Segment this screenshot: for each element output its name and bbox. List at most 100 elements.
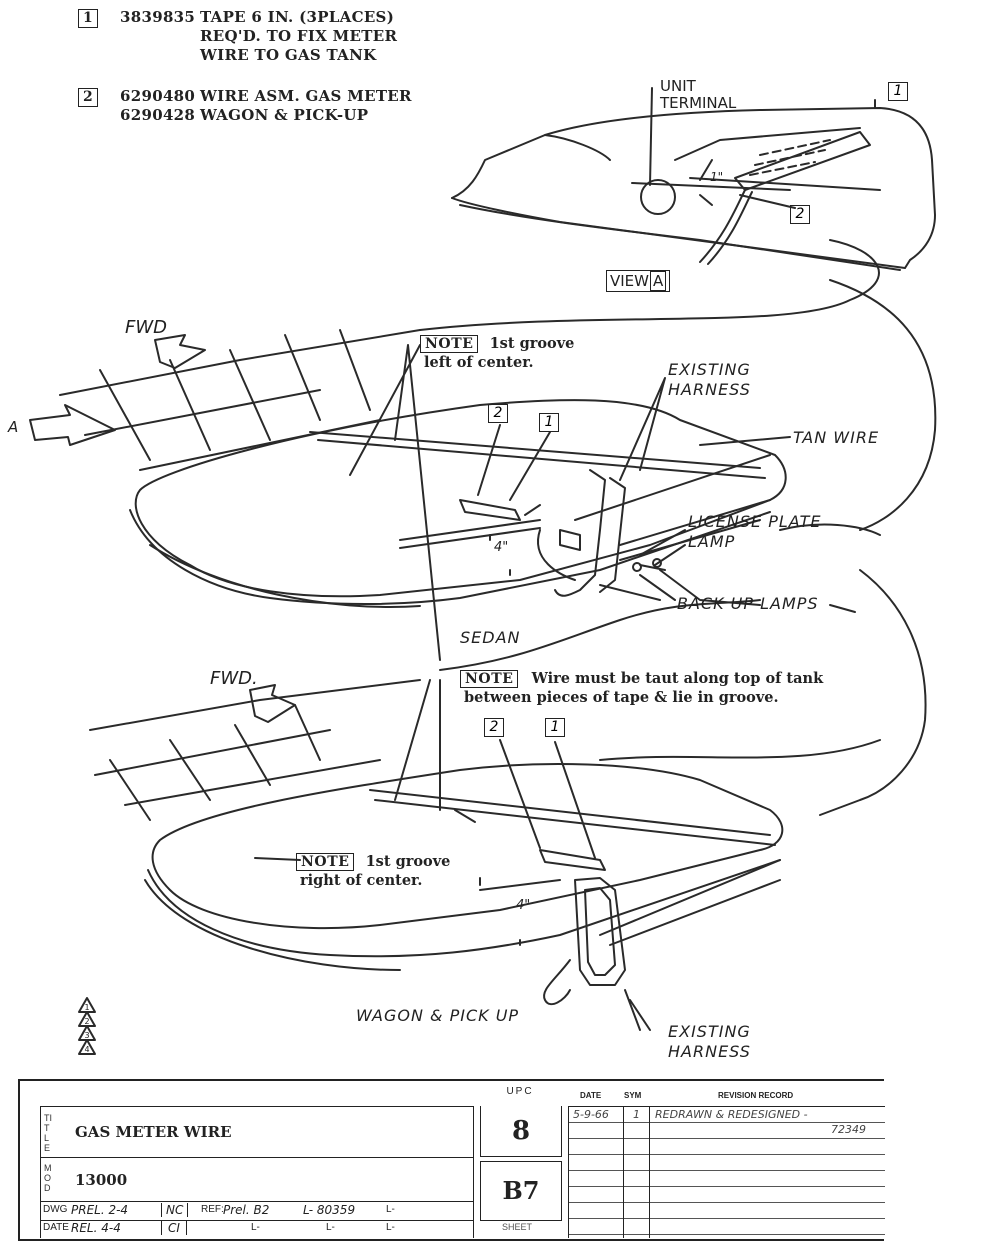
unit-terminal-label: UNIT TERMINAL <box>660 78 736 112</box>
wagon-tank-sketch <box>89 569 927 1031</box>
view-a-callout-1: 1 <box>888 82 908 101</box>
date-label: DATE <box>43 1222 69 1233</box>
ref-value: Prel. B2 <box>223 1203 270 1217</box>
existing-harness-line: HARNESS <box>668 380 751 399</box>
license-plate-lamp-line: LICENSE PLATE <box>688 512 822 531</box>
revision-record: DATE SYM REVISION RECORD 5-9-66 1 REDRAW… <box>568 1081 885 1238</box>
ref-label: REF: <box>201 1204 224 1215</box>
wagon-dimension: 4" <box>516 898 531 913</box>
sedan-note: NOTE 1st groove left of center. <box>420 333 574 372</box>
license-plate-lamp-label: LICENSE PLATE LAMP <box>688 512 821 552</box>
sheet-label: SHEET <box>502 1222 533 1232</box>
revision-triangle-2: 2 <box>84 1017 90 1026</box>
rev-col-divider <box>649 1107 650 1238</box>
view-a-dimension: 1" <box>710 170 724 184</box>
wagon-note-line: right of center. <box>300 872 423 889</box>
wagon-title: WAGON & PICK UP <box>356 1006 520 1025</box>
mod-label: MOD <box>44 1163 52 1193</box>
mod-row: MOD 13000 <box>41 1157 473 1202</box>
sedan-fwd-label: FWD <box>125 317 168 338</box>
title-block-main: TITLE GAS METER WIRE MOD 13000 DWG PREL.… <box>40 1106 474 1238</box>
part-2-number: 6290480 <box>120 87 196 105</box>
view-label-prefix: VIEW <box>610 272 649 290</box>
view-label-letter: A <box>650 271 667 291</box>
group-box: B7 <box>480 1161 562 1221</box>
sedan-note-line: 1st groove <box>489 335 575 352</box>
wagon-existing-harness: EXISTING HARNESS <box>668 1022 751 1062</box>
part-1: 1 3839835 TAPE 6 IN. (3PLACES) REQ'D. TO… <box>78 8 438 65</box>
ref-l4: L- <box>386 1222 395 1233</box>
sedan-note-line: left of center. <box>424 354 534 371</box>
rev-date-header: DATE <box>580 1091 602 1100</box>
ref-l1: L- 80359 <box>303 1203 356 1217</box>
wagon-callout-1: 1 <box>545 718 565 737</box>
existing-harness-line: EXISTING <box>668 1022 751 1041</box>
revision-record-number: 72349 <box>831 1123 866 1136</box>
upc-column: UPC 8 B7 SHEET <box>472 1081 568 1237</box>
existing-harness-line: EXISTING <box>668 360 751 379</box>
date-value: REL. 4-4 <box>71 1221 121 1235</box>
drawing-title: GAS METER WIRE <box>75 1123 232 1141</box>
wagon-callout-2: 2 <box>484 718 504 737</box>
part-2-desc-line: WIRE ASM. GAS METER <box>200 87 412 105</box>
dwg-value: PREL. 2-4 <box>71 1203 129 1217</box>
part-1-desc-line: WIRE TO GAS TANK <box>200 46 377 64</box>
sedan-note-tag: NOTE <box>420 335 479 353</box>
wagon-note-line: 1st groove <box>365 853 451 870</box>
title-row: TITLE GAS METER WIRE <box>41 1107 473 1158</box>
sedan-dimension: 4" <box>494 540 509 555</box>
upc-label: UPC <box>506 1086 534 1097</box>
upc-box: 8 <box>480 1106 562 1157</box>
part-1-desc-line: TAPE 6 IN. (3PLACES) <box>200 8 395 26</box>
part-1-number: 3839835 <box>120 8 196 26</box>
parts-list: 1 3839835 TAPE 6 IN. (3PLACES) REQ'D. TO… <box>78 8 438 125</box>
part-2-number: 6290428 <box>120 106 196 124</box>
sedan-tank-sketch <box>29 239 937 661</box>
dwg-label: DWG <box>43 1204 68 1215</box>
part-2-desc-line: WAGON & PICK-UP <box>200 106 369 124</box>
group-number: B7 <box>502 1176 540 1205</box>
view-a-tank-sketch <box>451 87 936 271</box>
license-plate-lamp-line: LAMP <box>688 532 736 551</box>
part-2: 2 6290480 6290428 WIRE ASM. GAS METER WA… <box>78 87 438 125</box>
taut-wire-note: NOTE Wire must be taut along top of tank… <box>460 668 823 707</box>
ref-l2: L- <box>251 1222 260 1233</box>
revision-sym: 1 <box>633 1108 640 1121</box>
sedan-callout-1: 1 <box>539 413 559 432</box>
sedan-view-arrow-letter: A <box>8 418 19 436</box>
revision-triangle-3: 3 <box>84 1031 90 1040</box>
revision-triangles <box>78 997 96 1055</box>
title-label: TITLE <box>44 1113 52 1153</box>
sedan-title: SEDAN <box>460 628 521 647</box>
upc-number: 8 <box>511 1116 531 1146</box>
backup-lamps-label: BACK UP LAMPS <box>677 594 819 613</box>
wagon-note: NOTE 1st groove right of center. <box>296 851 450 890</box>
wagon-fwd-label: FWD. <box>210 668 258 689</box>
sedan-existing-harness: EXISTING HARNESS <box>668 360 751 400</box>
ref-l1b: L- <box>386 1204 395 1215</box>
taut-wire-note-line: between pieces of tape & lie in groove. <box>464 689 779 706</box>
rev-sym-header: SYM <box>624 1091 642 1100</box>
unit-terminal-line: TERMINAL <box>660 94 737 112</box>
ref-l3: L- <box>326 1222 335 1233</box>
date-initials: CI <box>161 1221 187 1235</box>
tan-wire-label: TAN WIRE <box>793 428 880 447</box>
revision-record: REDRAWN & REDESIGNED - <box>655 1108 808 1121</box>
wagon-note-tag: NOTE <box>296 853 355 871</box>
rev-col-divider <box>623 1107 624 1238</box>
title-block: TITLE GAS METER WIRE MOD 13000 DWG PREL.… <box>18 1079 885 1241</box>
part-1-callout: 1 <box>78 9 98 28</box>
part-1-desc-line: REQ'D. TO FIX METER <box>200 27 398 45</box>
unit-terminal-line: UNIT <box>660 77 696 95</box>
date-row: DATE REL. 4-4 CI L- L- L- <box>41 1220 473 1238</box>
mod-number: 13000 <box>75 1171 128 1189</box>
rev-grid: 5-9-66 1 REDRAWN & REDESIGNED - 72349 <box>568 1106 885 1238</box>
sedan-callout-2: 2 <box>488 404 508 423</box>
view-a-callout-2: 2 <box>790 205 810 224</box>
taut-wire-note-tag: NOTE <box>460 670 519 688</box>
part-2-callout: 2 <box>78 88 98 107</box>
revision-date: 5-9-66 <box>573 1108 609 1121</box>
rev-record-header: REVISION RECORD <box>718 1091 794 1100</box>
